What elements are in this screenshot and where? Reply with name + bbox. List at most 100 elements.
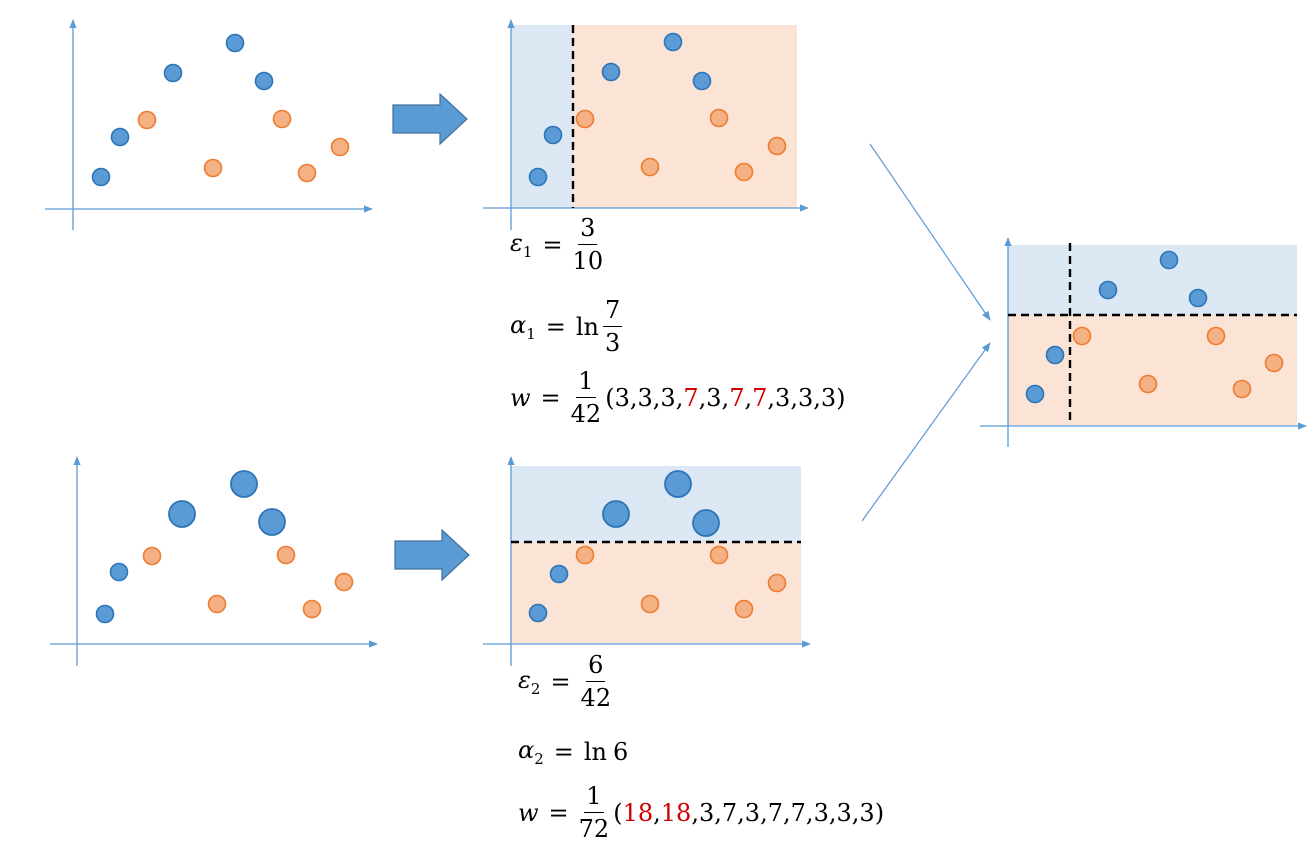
comma: , <box>767 383 776 412</box>
weight-vector: (18,18,3,7,3,7,7,3,3,3) <box>613 799 884 827</box>
blue-point <box>549 564 569 584</box>
blue-point-large <box>258 508 286 536</box>
comma: , <box>813 383 821 412</box>
fraction: 1 42 <box>571 369 602 426</box>
weights-1-formula: w = 1 42 (3,3,3,7,3,7,7,3,3,3) <box>510 369 846 426</box>
fraction: 7 3 <box>603 298 623 357</box>
subscript: 2 <box>530 679 541 698</box>
denominator: 3 <box>605 329 621 357</box>
open-paren: ( <box>613 798 623 827</box>
epsilon-2-formula: ε2 = 6 42 <box>518 653 611 710</box>
subscript: 2 <box>534 750 544 768</box>
orange-point <box>640 157 660 177</box>
blue-point-large <box>664 470 692 498</box>
orange-point <box>709 545 729 565</box>
orange-point <box>207 594 227 614</box>
weight-value: 3 <box>775 383 791 412</box>
block-arrow-right-icon <box>392 92 468 146</box>
weight-value: 3 <box>836 798 852 827</box>
numerator: 1 <box>584 784 604 813</box>
weight-vector: (3,3,3,7,3,7,7,3,3,3) <box>605 384 845 412</box>
weight-value: 3 <box>797 383 814 412</box>
equals-sign: = <box>545 312 566 341</box>
weight-value: 7 <box>767 798 783 827</box>
blue-point-large <box>168 500 196 528</box>
orange-point <box>575 109 595 129</box>
numerator: 6 <box>586 653 606 682</box>
ln-operator: ln <box>575 312 600 341</box>
comma: , <box>744 383 753 412</box>
weight-value: 3 <box>660 383 676 412</box>
blue-point <box>91 167 111 187</box>
orange-point <box>734 162 754 182</box>
blue-point <box>95 604 115 624</box>
comma: , <box>760 798 768 827</box>
blue-region <box>511 466 801 542</box>
weight-value: 3 <box>637 383 653 412</box>
orange-point <box>767 136 787 156</box>
comma: , <box>714 798 722 827</box>
blue-point <box>1188 288 1208 308</box>
comma: , <box>828 798 837 827</box>
weight-value: 7 <box>683 383 699 412</box>
comma: , <box>698 383 707 412</box>
weight-values: 3,3,3,7,3,7,7,3,3,3 <box>615 384 837 412</box>
close-paren: ) <box>836 383 846 412</box>
comma: , <box>790 383 798 412</box>
weight-values: 18,18,3,7,3,7,7,3,3,3 <box>623 799 875 827</box>
epsilon-1-formula: ε1 = 3 10 <box>510 216 603 273</box>
subscript: 1 <box>526 324 536 343</box>
blue-point-large <box>602 500 630 528</box>
orange-region <box>511 542 801 644</box>
weight-value: 18 <box>660 798 692 827</box>
equals-sign: = <box>542 230 563 259</box>
weight-value: 3 <box>820 383 837 412</box>
comma: , <box>721 383 730 412</box>
alpha-2-formula: α2 = ln 6 <box>518 736 628 768</box>
weight-value: 7 <box>790 798 806 827</box>
blue-point <box>692 71 712 91</box>
blue-point <box>163 63 183 83</box>
blue-region <box>1008 245 1297 315</box>
combine-arrow <box>861 342 991 522</box>
orange-point <box>142 546 162 566</box>
orange-point <box>1138 374 1158 394</box>
orange-point <box>1072 326 1092 346</box>
weight-value: 3 <box>859 798 875 827</box>
panel-classifier-2 <box>483 456 811 666</box>
orange-point <box>1206 326 1226 346</box>
fraction: 6 42 <box>581 653 612 710</box>
blue-point-large <box>692 509 720 537</box>
orange-point <box>575 545 595 565</box>
denominator: 10 <box>572 247 604 275</box>
blue-point <box>109 562 129 582</box>
weight-value: 3 <box>698 798 715 827</box>
blue-point <box>528 167 548 187</box>
orange-region <box>1008 315 1297 425</box>
comma: , <box>737 798 745 827</box>
weight-value: 7 <box>752 383 768 412</box>
combine-arrow <box>869 143 991 321</box>
equals-sign: = <box>550 667 571 696</box>
numerator: 3 <box>578 216 598 245</box>
numerator: 1 <box>576 369 596 398</box>
orange-region <box>573 25 797 208</box>
weight-value: 18 <box>622 798 654 827</box>
weight-value: 7 <box>721 798 738 827</box>
blue-point <box>528 603 548 623</box>
denominator: 42 <box>580 684 612 712</box>
comma: , <box>629 383 638 412</box>
orange-point <box>1232 379 1252 399</box>
panel-reweighted-data <box>50 456 378 666</box>
blue-point-large <box>230 470 258 498</box>
orange-point <box>640 594 660 614</box>
orange-point <box>334 572 354 592</box>
equals-sign: = <box>548 798 569 827</box>
weight-value: 3 <box>744 798 761 827</box>
blue-point <box>254 71 274 91</box>
open-paren: ( <box>605 383 615 412</box>
orange-point <box>330 137 350 157</box>
orange-point <box>297 163 317 183</box>
blue-point <box>1159 250 1179 270</box>
